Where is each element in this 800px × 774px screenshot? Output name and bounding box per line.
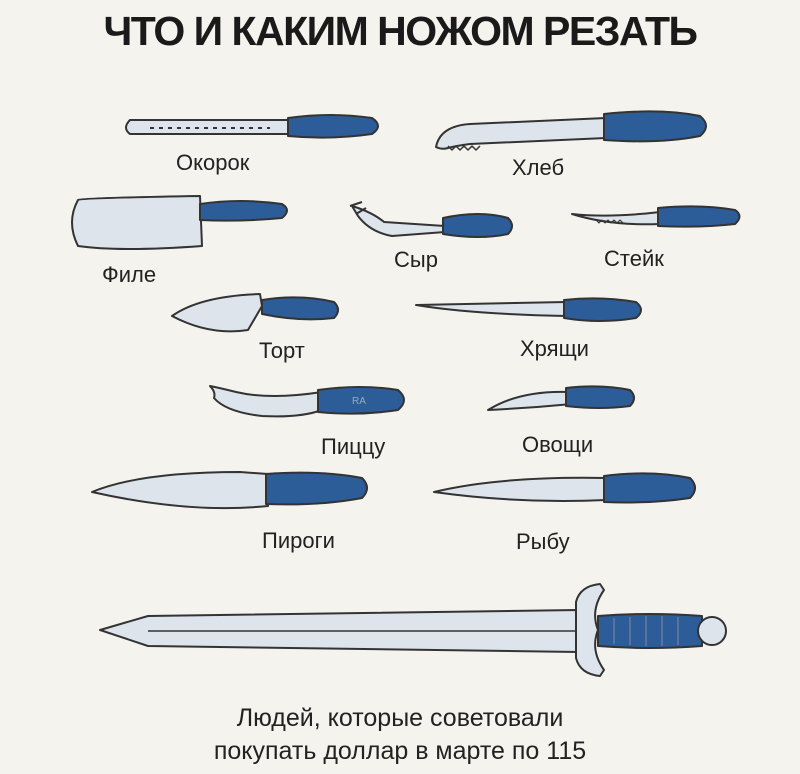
label-pitstsu: Пиццу <box>321 434 386 459</box>
label-khryashchi: Хрящи <box>520 336 589 361</box>
caption-line-1: Людей, которые советовали <box>236 704 564 732</box>
label-syr: Сыр <box>394 247 438 272</box>
paring-knife-icon <box>487 385 635 411</box>
label-ovoshchi: Овощи <box>522 432 594 457</box>
label-steik: Стейк <box>604 246 664 271</box>
label-rybu: Рыбу <box>516 529 570 554</box>
svg-text:RA: RA <box>352 396 366 407</box>
fillet-knife-icon <box>433 472 696 504</box>
label-file: Филе <box>102 262 157 287</box>
label-tort: Торт <box>259 338 305 363</box>
caption-line-2: покупать доллар в марте по 115 <box>213 737 587 765</box>
chef-knife-icon <box>91 471 368 510</box>
cleaver-icon <box>71 195 288 250</box>
cake-server-icon <box>171 293 339 333</box>
pizza-knife-icon: RA <box>209 385 405 418</box>
label-khleb: Хлеб <box>512 155 565 180</box>
page-title: ЧТО И КАКИМ НОЖОМ РЕЗАТЬ <box>103 8 698 54</box>
bread-knife-icon <box>435 110 707 151</box>
label-okorok: Окорок <box>176 150 250 175</box>
steak-knife-icon <box>571 205 741 228</box>
ham-slicer-knife-icon <box>125 114 379 139</box>
caption: Людей, которые советовали покупать долла… <box>0 702 800 768</box>
label-pirogi: Пироги <box>262 528 335 553</box>
boning-knife-icon <box>415 297 642 322</box>
sword-icon <box>99 583 727 677</box>
cheese-knife-icon <box>349 201 513 238</box>
